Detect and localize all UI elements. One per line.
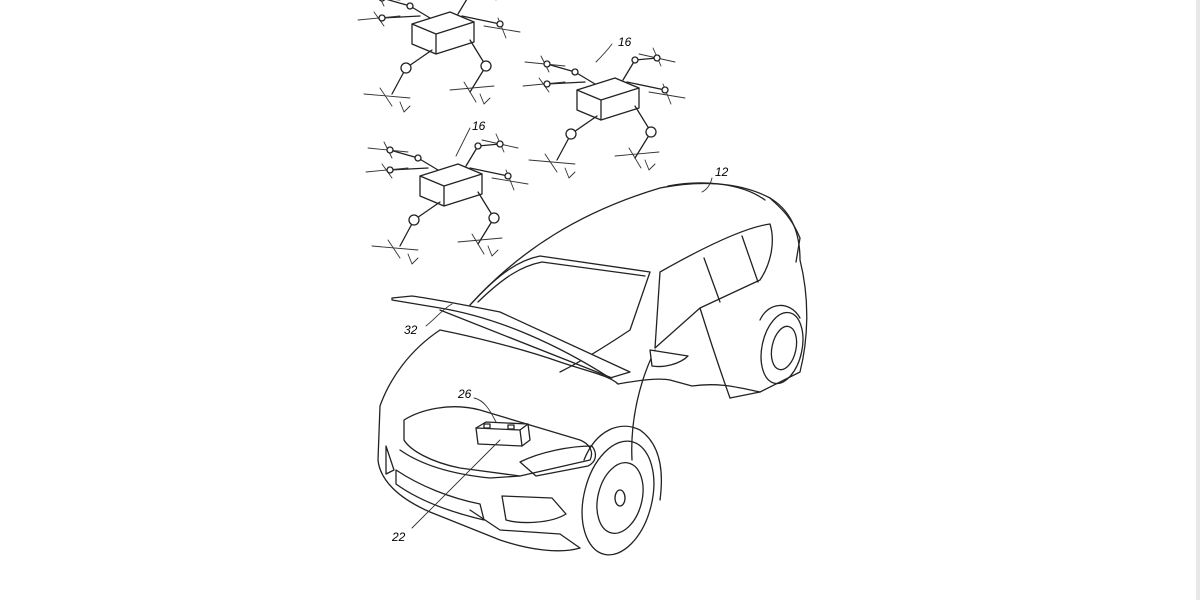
label-battery: 26 — [457, 387, 472, 401]
label-vehicle: 12 — [715, 165, 729, 179]
vehicle-icon — [377, 177, 808, 556]
label-connector: 22 — [391, 530, 406, 544]
label-drone-top: 16 — [618, 35, 632, 49]
drone-icon — [357, 0, 521, 113]
label-drone-mid: 16 — [472, 119, 486, 133]
scrollbar-edge — [1196, 0, 1200, 600]
label-hood: 32 — [404, 323, 418, 337]
drone-icon — [365, 133, 529, 265]
battery-icon — [475, 421, 531, 447]
drone-icon — [522, 47, 686, 179]
